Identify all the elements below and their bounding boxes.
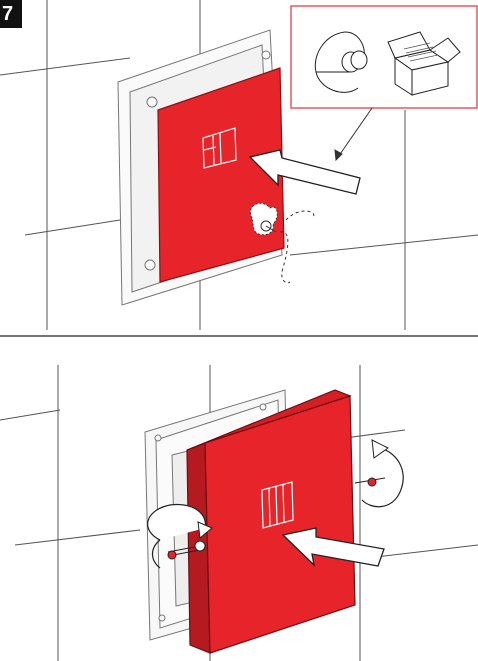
wall-tile-line: [290, 235, 478, 255]
callout-leader: [336, 108, 372, 160]
wall-tile-line: [25, 220, 120, 235]
right-screw-rotation: [355, 440, 403, 507]
callout-leader-head: [335, 150, 342, 160]
dashed-hose: [280, 211, 314, 283]
valve-knob: [250, 203, 277, 235]
wall-tile-line: [15, 530, 140, 545]
bottom-illustration: [0, 365, 478, 661]
top-illustration: [0, 0, 478, 330]
wall-tile-line: [0, 58, 130, 75]
wall-tile-line: [0, 410, 60, 420]
